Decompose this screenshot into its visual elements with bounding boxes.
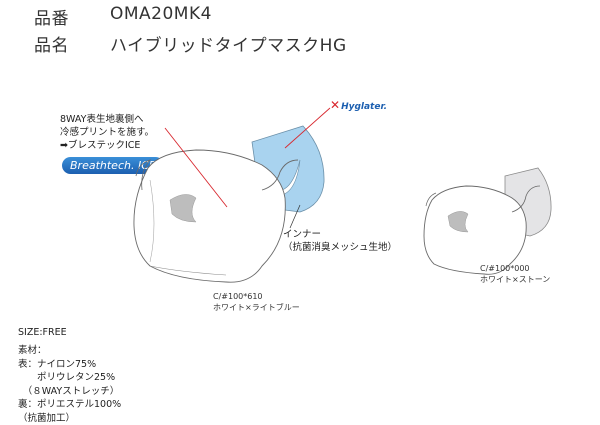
inner-label-title: インナー <box>283 228 397 241</box>
material-line: （抗菌加工） <box>18 412 121 425</box>
stone-mask-outer-shell <box>424 186 526 274</box>
material-title: 素材： <box>18 344 121 358</box>
variant-color: ホワイト×ストーン <box>480 274 550 285</box>
inner-label-detail: （抗菌消臭メッシュ生地） <box>283 241 397 254</box>
variant-code: C/#100*610 <box>213 291 300 302</box>
variant-stone: C/#100*000 ホワイト×ストーン <box>480 263 550 285</box>
variant-code: C/#100*000 <box>480 263 550 274</box>
variant-color: ホワイト×ライトブルー <box>213 302 300 313</box>
material-line: 裏：ポリエステル100% <box>18 398 121 412</box>
variant-light-blue: C/#100*610 ホワイト×ライトブルー <box>213 291 300 313</box>
size-spec: SIZE:FREE <box>18 326 67 340</box>
inner-fabric-label: インナー （抗菌消臭メッシュ生地） <box>283 228 397 254</box>
material-line: ポリウレタン25% <box>18 371 121 385</box>
main-mask-outer-shell <box>134 150 285 282</box>
material-spec: 素材： 表：ナイロン75% ポリウレタン25% （８WAYストレッチ） 裏：ポリ… <box>18 344 121 425</box>
material-line: 表：ナイロン75% <box>18 358 121 372</box>
material-line: （８WAYストレッチ） <box>18 385 121 399</box>
